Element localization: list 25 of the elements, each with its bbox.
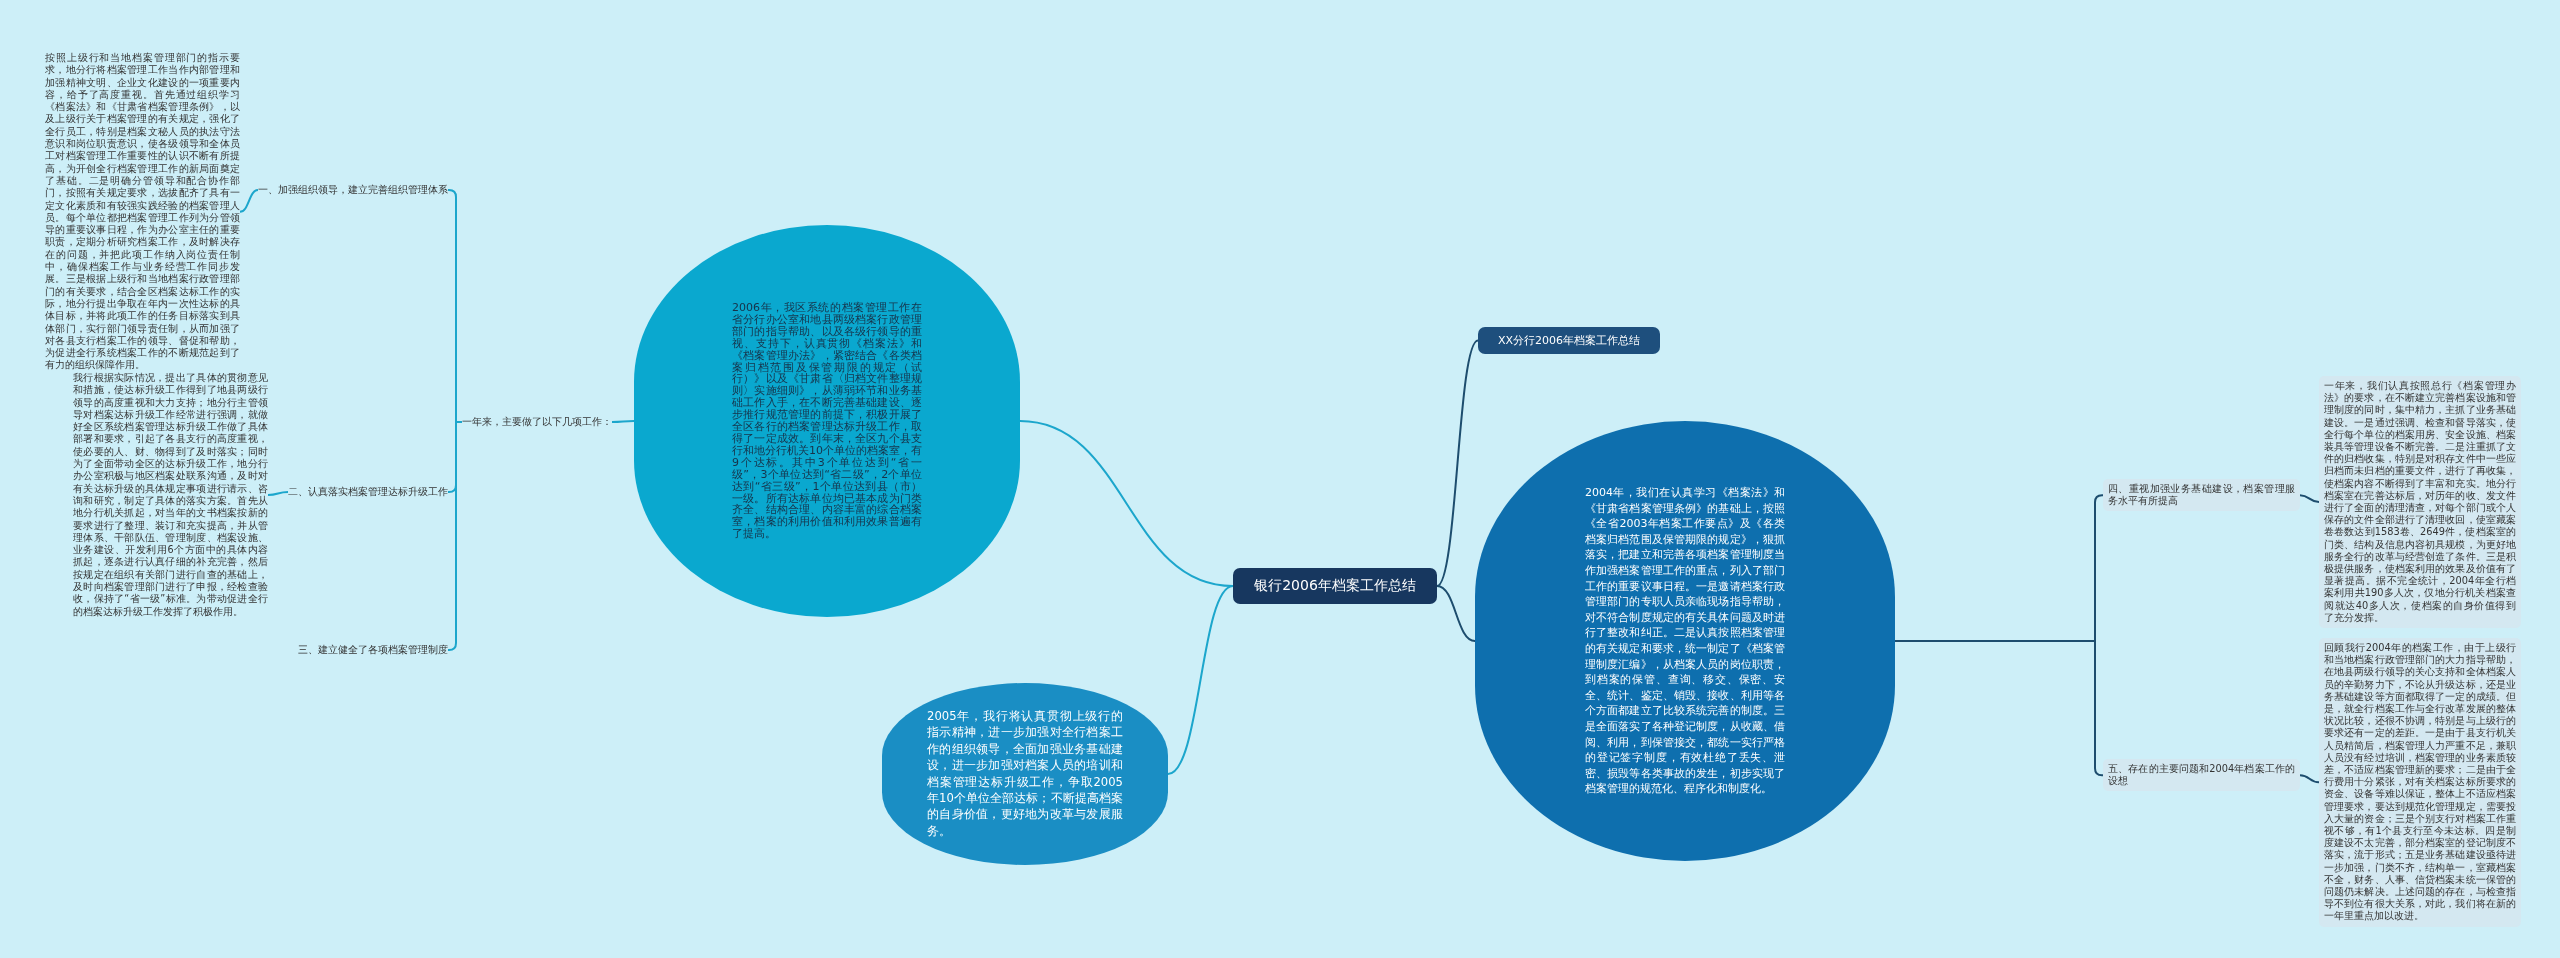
branch-box: 五、存在的主要问题和2004年档案工作的设想 — [2103, 759, 2300, 792]
branch-label: 二、认真落实档案管理达标升级工作 — [288, 484, 448, 500]
connector-line — [2299, 494, 2320, 504]
connector-line — [1436, 585, 1476, 642]
topic-bubble: 2004年，我们在认真学习《档案法》和《甘肃省档案管理条例》的基础上，按照《全省2003年档案工作要点》及《各类档案归档范围及保管期限的规定》，狠抓落实，把建立和完善各项档案管理制度当作加强档案管理工作的重点，列入了部门工作的重要议事日程。一是邀请档案行政管理部门的专职人员亲临现场指导帮助，对不符合制度规定的有关具体问题及时进行了整改和纠正。二是认真按照档案管理的有关规定和要求，统一制定了《档案管理制度汇编》，从档案人员的岗位职责，到档案的保管、查询、移交、保密、安全、统计、鉴定、销毁、接收、利用等各个方面都建立了比较系统完善的制度。三是全面落实了各种登记制度，从收藏、借阅、利用，到保管接交，都统一实行严格的登记签字制度，有效杜绝了丢失、泄密、损毁等各类事故的发生，初步实现了档案管理的规范化、程序化和制度化。 — [1475, 421, 1895, 861]
connector-line — [611, 420, 635, 423]
note-card: 回顾我行2004年的档案工作，由于上级行和当地档案行政管理部门的大力指导帮助，在地县两级行领导的关心支持和全体档案人员的辛勤努力下，不论从升级达标，还是业务基础建设等方面都取得了一定的成绩。但是，就全行档案工作与全行改革发展的整体状况比较，还很不协调，特别是与上级行的要求还有一定的差距。一是由于县支行机关人员精简后，档案管理人力严重不足，兼职人员没有经过培训，档案管理的业务素质较差，不适应档案管理新的要求；二是由于全行费用十分紧张，对有关档案达标所要求的资金、设备等难以保证，整体上不适应档案管理要求，要达到规范化管理规定，需要投入大量的资金；三是个别支行对档案工作重视不够，有1个县支行至今未达标。四是制度建设不太完善，部分档案室的登记制度不落实，流于形式；五是业务基础建设亟待进一步加强，门类不齐，结构单一，室藏档案不全，财务、人事、信贷档案未统一保管的问题仍未解决。上述问题的存在，与检查指导不到位有很大关系，对此，我们将在新的一年里重点加以改进。 — [2319, 638, 2521, 927]
central-topic: 银行2006年档案工作总结 — [1233, 568, 1437, 604]
connector-line — [239, 189, 259, 213]
note-text: 我行根据实际情况，提出了具体的贯彻意见和措施，使达标升级工作得到了地县两级行领导的高度重视和大力支持；地分行主管领导对档案达标升级工作经常进行强调，就做好全区系统档案管理达标升级工作做了具体部署和要求，引起了各县支行的高度重视，使必要的人、财、物得到了及时落实；同时为了全面带动全区的达标升级工作，地分行办公室积极与地区档案处联系沟通，及时对有关达标升级的具体规定事项进行请示、咨询和研究，制定了具体的落实方案。首先从地分行机关抓起，对当年的文书档案按新的要求进行了整理、装订和充实提高，并从管理体系、干部队伍、管理制度、档案设施、业务建设、开发利用6个方面中的具体内容抓起，逐条进行认真仔细的补充完善，然后按规定在组织有关部门进行自查的基础上，及时向档案管理部门进行了申报，经检查验收，保持了“省一级”标准。为带动促进全行的档案达标升级工作发挥了积极作用。 — [73, 372, 268, 618]
branch-label: 一年来，主要做了以下几项工作： — [462, 414, 612, 430]
connector-line — [1436, 339, 1479, 587]
topic-bubble: 2006年，我区系统的档案管理工作在省分行办公室和地县两级档案行政管理部门的指导帮助、以及各级行领导的重视、支持下，认真贯彻《档案法》和《档案管理办法》，紧密结合《各类档案归档范围及保管期限的规定（试行）》以及《甘肃省〈归档文件整理规则〉实施细则》，从薄弱环节和业务基础工作入手，在不断完善基础建设、逐步推行规范管理的前提下，积极开展了全区各行的档案管理达标升级工作，取得了一定成效。到年末，全区九个县支行和地分行机关10个单位的档案室，有9个达标。其中3个单位达到“省一级”，3个单位达到“省二级”，2个单位达到“省三级”，1个单位达到县（市）一级。所有达标单位均已基本成为门类齐全、结构合理、内容丰富的综合档案室，档案的利用价值和利用效果普遍有了提高。 — [634, 225, 1020, 617]
connector-line — [447, 421, 463, 651]
connector-line — [267, 491, 289, 496]
note-text: 按照上级行和当地档案管理部门的指示要求，地分行将档案管理工作当作内部管理和加强精神文明、企业文化建设的一项重要内容，给予了高度重视。首先通过组织学习《档案法》和《甘肃省档案管理条例》，以及上级行关于档案管理的有关规定，强化了全行员工，特别是档案文秘人员的执法守法意识和岗位职责意识，使各级领导和全体员工对档案管理工作重要性的认识不断有所提高，为开创全行档案管理工作的新局面奠定了基础。二是明确分管领导和配合协作部门，按照有关规定要求，选拔配齐了具有一定文化素质和有较强实践经验的档案管理人员。每个单位都把档案管理工作列为分管领导的重要议事日程，作为办公室主任的重要职责，定期分析研究档案工作，及时解决存在的问题，并把此项工作纳入岗位责任制中，确保档案工作与业务经营工作同步发展。三是根据上级行和当地档案行政管理部门的有关要求，结合全区档案达标工作的实际，地分行提出争取在年内一次性达标的具体目标，并将此项工作的任务目标落实到具体部门，实行部门领导责任制，从而加强了对各县支行档案工作的领导、督促和帮助，为促进全行系统档案工作的不断规范起到了有力的组织保障作用。 — [45, 52, 240, 372]
subtopic-box: XX分行2006年档案工作总结 — [1478, 327, 1660, 354]
branch-label: 一、加强组织领导，建立完善组织管理体系 — [258, 182, 448, 198]
branch-label: 三、建立健全了各项档案管理制度 — [298, 642, 448, 658]
connector-line — [2299, 774, 2320, 784]
connector-line — [1167, 585, 1234, 775]
branch-box: 四、重视加强业务基础建设，档案管理服务水平有所提高 — [2103, 479, 2300, 512]
note-card: 一年来，我们认真按照总行《档案管理办法》的要求，在不断建立完善档案设施和管理制度的同时，集中精力，主抓了业务基础建设。一是通过强调、检查和督导落实，使全行每个单位的档案用房、安全设施、档案装具等管理设备不断完善。二是注重抓了文件的归档收集，特别是对积存文件中一些应归档而未归档的重要文件，进行了再收集，使档案内容不断得到了丰富和充实。地分行档案室在完善达标后，对历年的收、发文件进行了全面的清理清查，对每个部门或个人保存的文件全部进行了清理收回，使室藏案卷卷数达到1583卷、2649件，使档案室的门类、结构及信息内容初具规模，为更好地服务全行的改革与经营创造了条件。三是积极提供服务，使档案利用的效果及价值有了显著提高。据不完全统计，2004年全行档案利用共190多人次，仅地分行机关档案查阅就达40多人次，使档案的自身价值得到了充分发挥。 — [2319, 376, 2521, 629]
connector-line — [1894, 640, 2104, 777]
topic-bubble: 2005年，我行将认真贯彻上级行的指示精神，进一步加强对全行档案工作的组织领导，全面加强业务基础建设，进一步加强对档案人员的培训和档案管理达标升级工作，争取2005年10个单位全部达标；不断提高档案的自身价值，更好地为改革与发展服务。 — [882, 683, 1168, 865]
